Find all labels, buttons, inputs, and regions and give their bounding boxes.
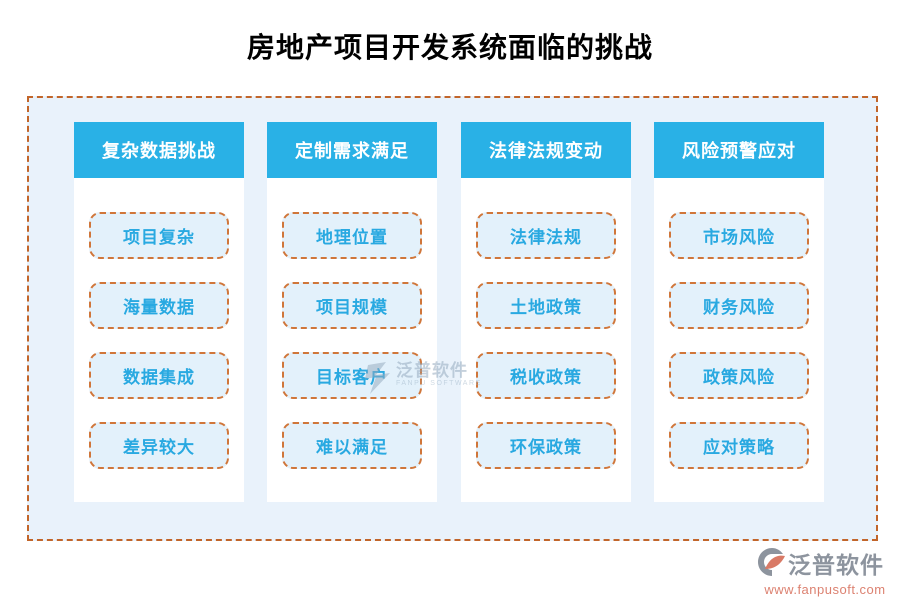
column-header: 法律法规变动 (461, 122, 631, 178)
diagram-node: 环保政策 (476, 422, 616, 469)
diagram-node: 市场风险 (669, 212, 809, 259)
diagram-node: 法律法规 (476, 212, 616, 259)
diagram-node: 海量数据 (89, 282, 229, 329)
center-watermark: 泛普软件 FANPU SOFTWARE (364, 361, 482, 400)
column-risk-warning: 风险预警应对 市场风险 财务风险 政策风险 应对策略 (654, 122, 824, 502)
column-header: 复杂数据挑战 (74, 122, 244, 178)
footer-brand: 泛普软件 www.fanpusoft.com (758, 548, 892, 597)
diagram-node: 地理位置 (282, 212, 422, 259)
watermark-brand-text: 泛普软件 (396, 361, 468, 380)
page-title: 房地产项目开发系统面临的挑战 (246, 32, 653, 63)
footer-brand-url: www.fanpusoft.com (764, 582, 886, 597)
diagram-node: 难以满足 (282, 422, 422, 469)
diagram-node: 土地政策 (476, 282, 616, 329)
diagram-node: 应对策略 (669, 422, 809, 469)
column-header: 定制需求满足 (267, 122, 437, 178)
diagram-node: 目标客户 (282, 352, 422, 399)
diagram-node: 差异较大 (89, 422, 229, 469)
footer-brand-name: 泛普软件 (788, 551, 884, 578)
diagram-node: 政策风险 (669, 352, 809, 399)
diagram-node: 项目规模 (282, 282, 422, 329)
column-custom-needs: 定制需求满足 地理位置 项目规模 目标客户 难以满足 (267, 122, 437, 502)
watermark-brand-en-text: FANPU SOFTWARE (396, 380, 482, 387)
diagram-node: 财务风险 (669, 282, 809, 329)
diagram-node: 税收政策 (476, 352, 616, 399)
column-header: 风险预警应对 (654, 122, 824, 178)
fanpu-logo-icon (758, 548, 786, 581)
fanpu-watermark-icon (364, 361, 394, 400)
diagram-node: 数据集成 (89, 352, 229, 399)
diagram-node: 项目复杂 (89, 212, 229, 259)
column-complex-data: 复杂数据挑战 项目复杂 海量数据 数据集成 差异较大 (74, 122, 244, 502)
column-legal-changes: 法律法规变动 法律法规 土地政策 税收政策 环保政策 (461, 122, 631, 502)
